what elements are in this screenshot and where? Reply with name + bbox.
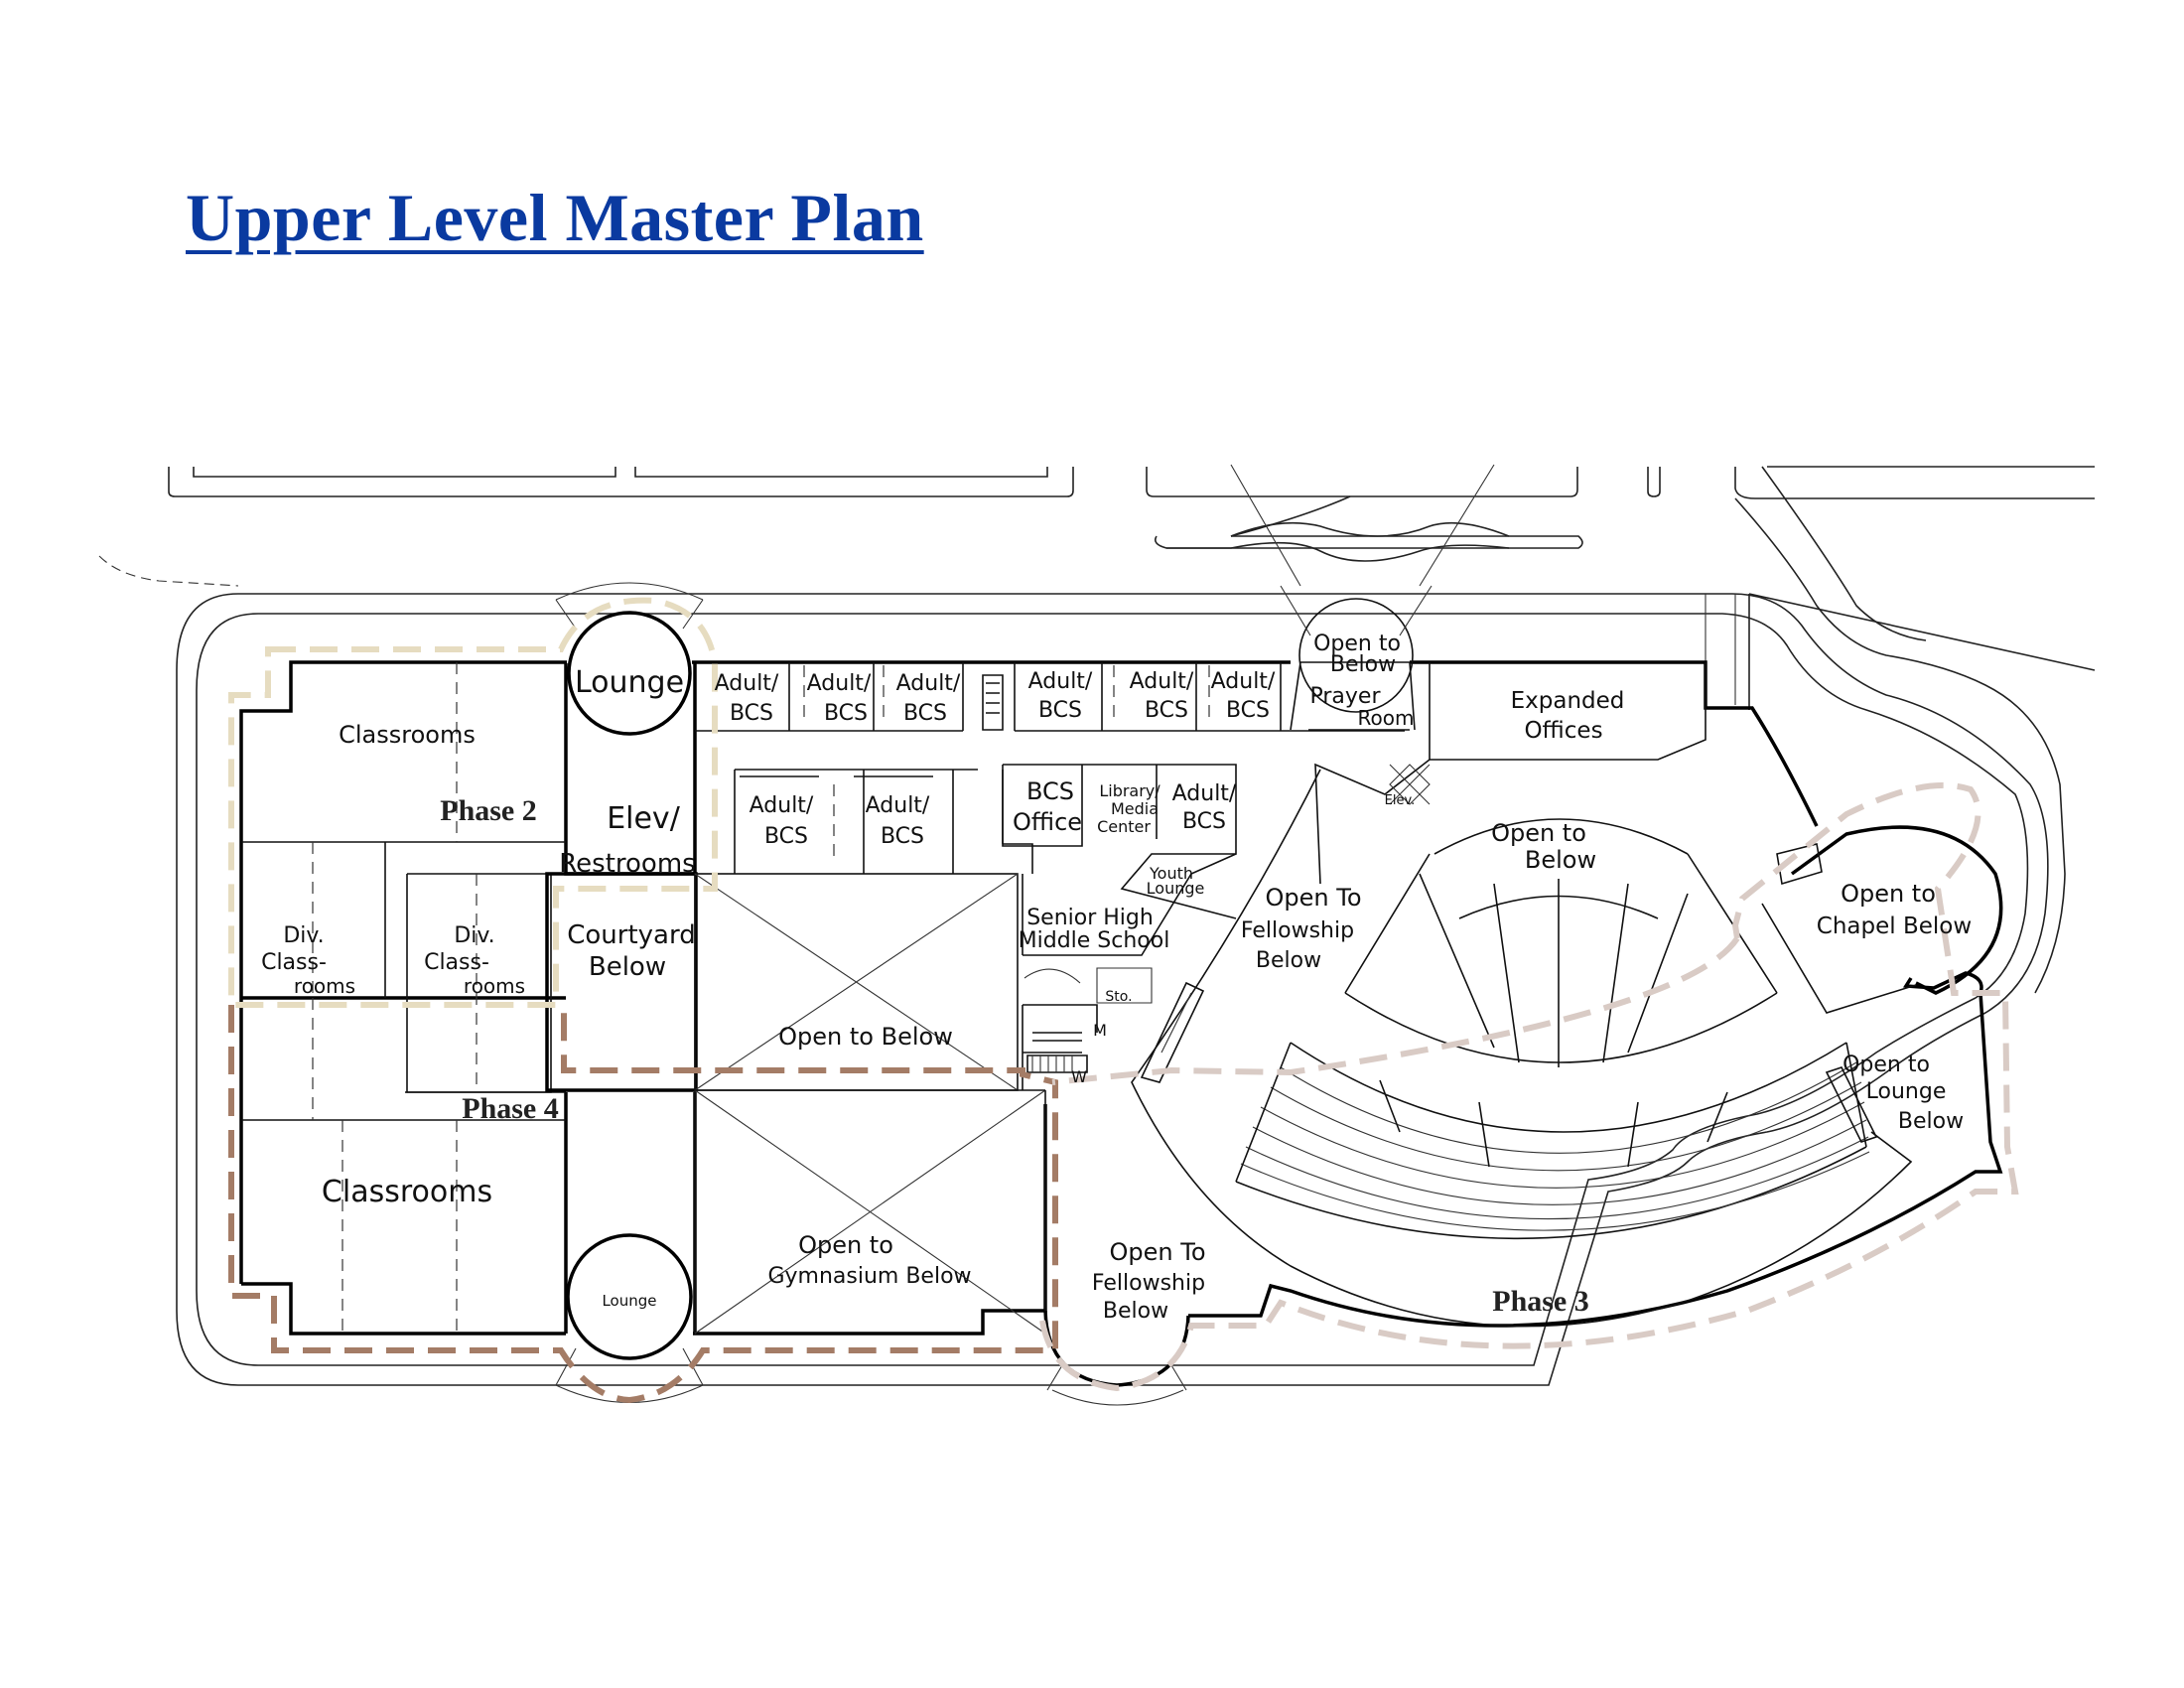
open-below-sanct-2: Below	[1525, 846, 1596, 874]
adult-bcs-2b: BCS	[824, 701, 868, 726]
adult-bcs-6a: Adult/	[1211, 669, 1276, 694]
adult-bcs-9b: BCS	[1182, 809, 1226, 834]
adult-bcs-4a: Adult/	[1028, 669, 1093, 694]
adult-bcs-8a: Adult/	[866, 793, 930, 818]
chapel-lobe	[1761, 825, 2003, 1143]
lounge-bottom-room	[555, 1092, 704, 1403]
adult-bcs-1b: BCS	[730, 701, 773, 726]
adult-bcs-3b: BCS	[903, 701, 947, 726]
div-class-b-1: Div.	[454, 923, 494, 948]
fellowship-north-1: Open To	[1266, 884, 1362, 912]
lounge-bottom-label: Lounge	[602, 1292, 656, 1310]
adult-bcs-3a: Adult/	[896, 671, 961, 696]
adult-bcs-1a: Adult/	[715, 671, 779, 696]
sanctuary	[1131, 769, 1913, 1328]
fellowship-north-3: Below	[1256, 948, 1321, 973]
youth-lounge-1: Youth	[1149, 864, 1193, 883]
div-class-b-3: rooms	[464, 974, 525, 998]
bcs-office-2: Office	[1013, 808, 1082, 836]
fellowship-south-1: Open To	[1110, 1238, 1206, 1266]
adult-bcs-4b: BCS	[1038, 698, 1082, 723]
open-below-top-2: Below	[1330, 652, 1396, 677]
building-outline	[239, 660, 2003, 1336]
courtyard-block	[545, 872, 698, 1092]
open-chapel-2: Chapel Below	[1817, 914, 1972, 939]
expanded-offices-1: Expanded	[1511, 688, 1625, 714]
open-below-top-1: Open to	[1313, 632, 1401, 656]
div-class-a-2: Class-	[261, 950, 327, 975]
prayer-label: Prayer	[1309, 684, 1381, 709]
adult-bcs-5b: BCS	[1145, 698, 1188, 723]
courtyard-label-1: Courtyard	[567, 920, 695, 950]
adult-bcs-7b: BCS	[764, 824, 808, 849]
div-class-a-3: rooms	[294, 974, 355, 998]
open-lounge-2: Lounge	[1866, 1079, 1947, 1104]
site-parking	[98, 464, 2096, 994]
adult-bcs-9a: Adult/	[1172, 781, 1237, 806]
room-labels: Lounge Lounge Classrooms Classrooms Elev…	[261, 632, 1972, 1324]
room-label: Room	[1358, 706, 1415, 730]
open-gym-label-1: Open to	[798, 1231, 893, 1259]
restroom-area	[1022, 968, 1098, 1090]
adult-bcs-6b: BCS	[1226, 698, 1270, 723]
phase-2-label: Phase 2	[440, 794, 537, 827]
phase-3-boundary	[1039, 781, 2019, 1392]
library-1: Library/	[1099, 781, 1160, 800]
office-block	[1002, 764, 1237, 1004]
site-ring-road	[176, 593, 2049, 1386]
restrooms-label: Restrooms	[559, 849, 695, 879]
div-class-b-2: Class-	[424, 950, 489, 975]
fellowship-south-3: Below	[1103, 1299, 1168, 1324]
m-label: M	[1093, 1021, 1107, 1040]
expanded-offices	[1314, 662, 1706, 885]
open-chapel-1: Open to	[1841, 880, 1936, 908]
open-below-sanct-1: Open to	[1491, 819, 1586, 847]
page-title: Upper Level Master Plan	[186, 180, 924, 255]
w-label: W	[1071, 1067, 1087, 1086]
fellowship-south-2: Fellowship	[1092, 1271, 1205, 1296]
elev-small-label: Elev.	[1385, 793, 1416, 808]
classrooms-bottom-label: Classrooms	[322, 1175, 492, 1209]
senior-high-label: Senior High	[1026, 906, 1154, 930]
expanded-offices-2: Offices	[1524, 718, 1602, 744]
adult-bcs-7a: Adult/	[750, 793, 814, 818]
open-below-center-label: Open to Below	[778, 1023, 953, 1051]
open-lounge-3: Below	[1898, 1109, 1964, 1134]
adult-bcs-8b: BCS	[881, 824, 924, 849]
open-gym-label-2: Gymnasium Below	[767, 1264, 971, 1289]
open-lounge-1: Open to	[1843, 1053, 1930, 1077]
phase-labels: Phase 2 Phase 4 Phase 3	[440, 794, 1589, 1318]
center-open-areas	[694, 873, 1046, 1335]
elev-label: Elev/	[607, 801, 681, 836]
phase-3-label: Phase 3	[1492, 1285, 1589, 1318]
courtyard-label-2: Below	[589, 952, 666, 982]
library-3: Center	[1097, 817, 1151, 836]
classrooms-top-label: Classrooms	[339, 721, 476, 749]
lounge-top-label: Lounge	[575, 665, 684, 700]
left-wing	[241, 662, 566, 1334]
library-2: Media	[1111, 799, 1159, 818]
bcs-office-1: BCS	[1026, 777, 1074, 805]
div-class-a-1: Div.	[283, 923, 324, 948]
phase-4-label: Phase 4	[462, 1092, 559, 1125]
adult-bcs-5a: Adult/	[1130, 669, 1194, 694]
phase-2-boundary	[228, 597, 718, 1008]
fellowship-north-2: Fellowship	[1241, 918, 1354, 943]
open-below-top	[1280, 585, 1433, 731]
adult-bcs-2a: Adult/	[807, 671, 872, 696]
phase-4-boundary	[228, 1005, 1058, 1404]
phase-boundaries	[228, 597, 2019, 1404]
middle-school-label: Middle School	[1019, 928, 1170, 953]
sto-label: Sto.	[1105, 989, 1132, 1005]
youth-lounge-2: Lounge	[1147, 879, 1205, 898]
